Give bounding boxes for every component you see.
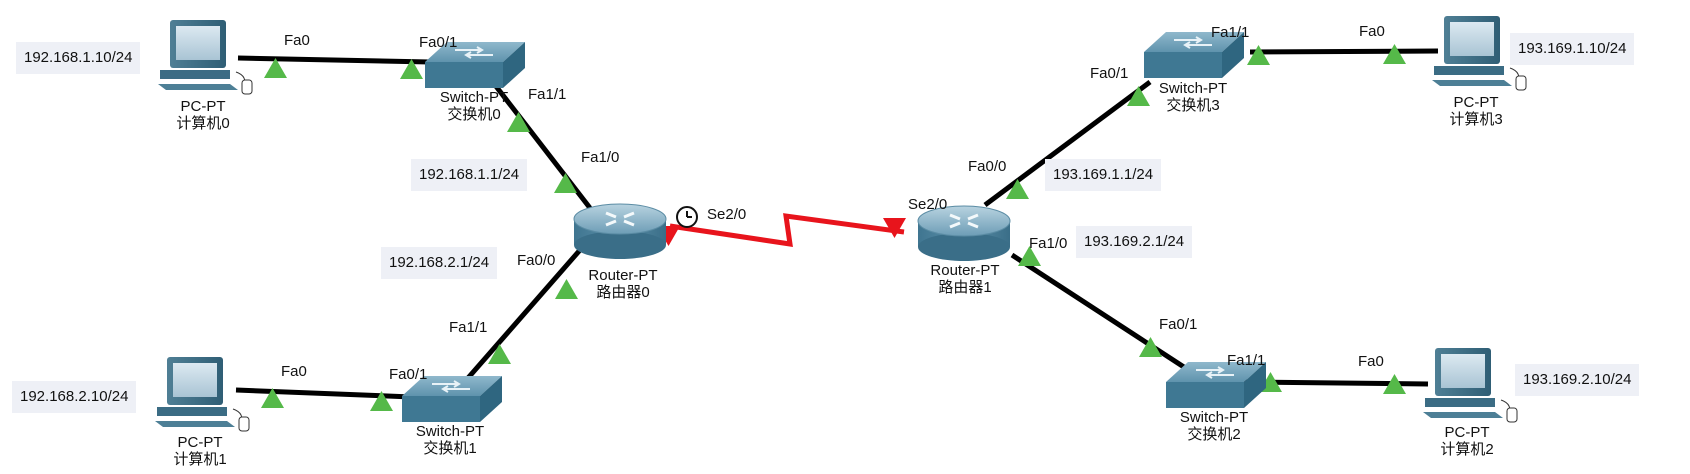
port-up-icon xyxy=(1127,86,1150,106)
port-label-r1-fa10: Fa1/0 xyxy=(1029,235,1068,252)
ip-label-pc0: 192.168.1.10/24 xyxy=(16,42,141,74)
device-label-pc0: PC-PT 计算机0 xyxy=(176,98,229,132)
device-name: 计算机1 xyxy=(173,451,227,468)
router1-icon[interactable] xyxy=(917,205,1011,261)
ip-label-pc1: 192.168.2.10/24 xyxy=(12,381,137,413)
device-name: 交换机2 xyxy=(1187,426,1241,443)
port-up-icon xyxy=(555,279,578,299)
device-label-pc3: PC-PT 计算机3 xyxy=(1449,94,1502,128)
port-up-icon xyxy=(1006,179,1029,199)
router0-icon[interactable] xyxy=(573,203,667,259)
port-up-icon xyxy=(488,344,511,364)
port-label-sw1-fa01: Fa0/1 xyxy=(389,366,428,383)
device-label-sw0: Switch-PT 交换机0 xyxy=(440,89,508,123)
port-up-icon xyxy=(1139,337,1162,357)
port-label-sw3-fa11: Fa1/1 xyxy=(1211,24,1250,41)
device-label-pc2: PC-PT 计算机2 xyxy=(1440,424,1493,458)
port-up-icon xyxy=(370,391,393,411)
port-up-icon xyxy=(554,173,577,193)
device-label-sw2: Switch-PT 交换机2 xyxy=(1180,409,1248,443)
port-label-sw0-fa11: Fa1/1 xyxy=(528,86,567,103)
link-r1-sw2[interactable] xyxy=(1010,252,1192,374)
ip-label-r1-fa10: 193.169.2.1/24 xyxy=(1076,226,1193,258)
link-r0-sw1[interactable] xyxy=(466,248,582,380)
links-layer xyxy=(235,48,1439,400)
port-up-icon xyxy=(261,388,284,408)
device-label-sw1: Switch-PT 交换机1 xyxy=(416,423,484,457)
clock-icon xyxy=(676,206,698,228)
port-up-icon xyxy=(400,59,423,79)
port-label-sw3-fa01: Fa0/1 xyxy=(1090,65,1129,82)
device-model: PC-PT xyxy=(177,434,223,451)
pc2-icon[interactable] xyxy=(1423,348,1518,423)
pc1-icon[interactable] xyxy=(155,357,250,432)
port-up-icon xyxy=(507,112,530,132)
switch1-icon[interactable] xyxy=(402,376,502,422)
link-sw1-pc1[interactable] xyxy=(235,387,413,400)
port-up-icon xyxy=(1383,374,1406,394)
link-pc0-sw0[interactable] xyxy=(237,55,431,65)
port-label-r1-se20: Se2/0 xyxy=(908,196,948,213)
device-model: Switch-PT xyxy=(1179,409,1249,426)
device-model: PC-PT xyxy=(1453,94,1499,111)
port-label-r0-fa00: Fa0/0 xyxy=(517,252,556,269)
link-r0-r1-serial[interactable] xyxy=(669,213,905,247)
device-label-r0: Router-PT 路由器0 xyxy=(588,267,657,301)
switch3-icon[interactable] xyxy=(1144,32,1244,78)
ip-label-pc2: 193.169.2.10/24 xyxy=(1515,364,1640,396)
port-serial-icon xyxy=(883,218,906,238)
port-label-sw1-fa11: Fa1/1 xyxy=(449,319,488,336)
device-name: 计算机2 xyxy=(1440,441,1494,458)
port-label-sw2-fa11: Fa1/1 xyxy=(1227,352,1266,369)
device-model: Router-PT xyxy=(588,267,658,284)
ip-label-r0-fa10: 192.168.1.1/24 xyxy=(411,159,528,191)
port-indicators xyxy=(261,44,1406,411)
device-name: 交换机3 xyxy=(1166,97,1220,114)
switch2-icon[interactable] xyxy=(1166,362,1266,408)
switch0-icon[interactable] xyxy=(425,42,525,88)
device-name: 路由器0 xyxy=(596,284,650,301)
device-label-pc1: PC-PT 计算机1 xyxy=(173,434,226,468)
device-label-r1: Router-PT 路由器1 xyxy=(930,262,999,296)
device-name: 路由器1 xyxy=(938,279,992,296)
port-label-pc2-fa0: Fa0 xyxy=(1358,353,1384,370)
port-label-pc3-fa0: Fa0 xyxy=(1359,23,1385,40)
link-sw3-pc3[interactable] xyxy=(1249,48,1439,55)
port-label-pc0-fa0: Fa0 xyxy=(284,32,310,49)
ip-label-pc3: 193.169.1.10/24 xyxy=(1510,33,1635,65)
link-r1-sw3[interactable] xyxy=(983,79,1152,208)
ip-label-r1-fa00: 193.169.1.1/24 xyxy=(1045,159,1162,191)
device-name: 交换机0 xyxy=(447,106,501,123)
device-name: 交换机1 xyxy=(423,440,477,457)
device-name: 计算机0 xyxy=(176,115,230,132)
device-model: Router-PT xyxy=(930,262,1000,279)
port-label-r1-fa00: Fa0/0 xyxy=(968,158,1007,175)
port-up-icon xyxy=(264,58,287,78)
port-up-icon xyxy=(1247,45,1270,65)
port-label-pc1-fa0: Fa0 xyxy=(281,363,307,380)
device-model: PC-PT xyxy=(1444,424,1490,441)
port-up-icon xyxy=(1383,44,1406,64)
port-label-r0-fa10: Fa1/0 xyxy=(581,149,620,166)
device-model: PC-PT xyxy=(180,98,226,115)
device-label-sw3: Switch-PT 交换机3 xyxy=(1159,80,1227,114)
port-label-r0-se20: Se2/0 xyxy=(707,206,747,223)
port-label-sw2-fa01: Fa0/1 xyxy=(1159,316,1198,333)
port-label-sw0-fa01: Fa0/1 xyxy=(419,34,458,51)
device-model: Switch-PT xyxy=(439,89,509,106)
link-sw0-r0[interactable] xyxy=(493,83,592,210)
pc0-icon[interactable] xyxy=(158,20,253,95)
device-name: 计算机3 xyxy=(1449,111,1503,128)
port-up-icon xyxy=(1018,246,1041,266)
ip-label-r0-fa00: 192.168.2.1/24 xyxy=(381,247,498,279)
pc3-icon[interactable] xyxy=(1432,16,1527,91)
device-model: Switch-PT xyxy=(1158,80,1228,97)
device-model: Switch-PT xyxy=(415,423,485,440)
